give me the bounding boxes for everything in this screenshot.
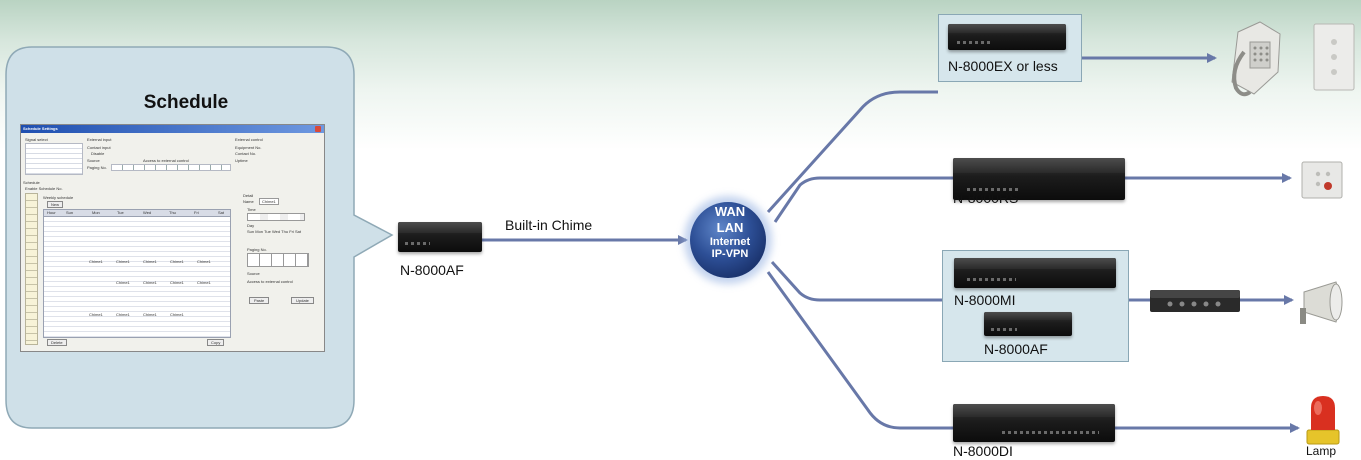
device-n8000mi (954, 258, 1116, 288)
screenshot-update-button[interactable]: Update (291, 297, 314, 304)
link-network-to-ex (766, 90, 938, 214)
screenshot-name-field[interactable]: Chime1 (259, 198, 279, 205)
screenshot-window-title: Schedule Settings (23, 126, 58, 131)
screenshot-cell: Chime1 (197, 280, 211, 285)
network-wan: WAN (714, 204, 746, 219)
screenshot-cell: Chime1 (170, 312, 184, 317)
screenshot-paging-no: Paging No. (87, 165, 107, 170)
screenshot-contact-input: Contact input (87, 145, 111, 150)
screenshot-cell: Chime1 (170, 259, 184, 264)
screenshot-uptime: Uptime (235, 158, 248, 163)
screenshot-equipment-no: Equipment No. (235, 145, 262, 150)
screenshot-close-icon (315, 126, 321, 132)
screenshot-day-mon: Mon (92, 210, 100, 215)
horn-speaker-icon (1300, 281, 1343, 324)
lamp-icon (1306, 396, 1340, 445)
screenshot-cell: Chime1 (116, 280, 130, 285)
screenshot-external-input: External input (87, 137, 112, 142)
device-n8000af-2 (984, 312, 1072, 336)
device-n8000di (953, 404, 1115, 442)
source-device-label: N-8000AF (400, 262, 464, 278)
screenshot-cell: Chime1 (116, 312, 130, 317)
link-network-to-rs (773, 176, 953, 223)
screenshot-check-tue[interactable]: Tue (264, 229, 271, 234)
link-label: Built-in Chime (505, 217, 593, 233)
screenshot-day-thu: Thu (169, 210, 176, 215)
screenshot-time-label: Time (247, 207, 256, 212)
ex-label: N-8000EX or less (948, 58, 1058, 74)
network-ipvpn: IP-VPN (711, 248, 749, 260)
screenshot-external-control: External control (235, 137, 263, 142)
screenshot-cell: Chime1 (143, 259, 157, 264)
lamp-label: Lamp (1306, 444, 1337, 458)
network-cloud (690, 202, 766, 278)
screenshot-copy-button[interactable]: Copy (207, 339, 225, 346)
screenshot-day-hour: Hour (47, 210, 56, 215)
telephone-icon (1231, 21, 1355, 97)
screenshot-schedule-grid: Chime1 Chime1 Chime1 Chime1 Chime1 Chime… (43, 216, 231, 338)
screenshot-day-label: Day (247, 223, 255, 228)
screenshot-name-label: Name (243, 199, 254, 204)
screenshot-day-sun: Sun (66, 210, 74, 215)
screenshot-day-tue: Tue (117, 210, 124, 215)
screenshot-check-sat[interactable]: Sat (294, 229, 301, 234)
screenshot-cell: Chime1 (170, 280, 184, 285)
device-n8000ex (948, 24, 1066, 50)
screenshot-day-fri: Fri (194, 210, 199, 215)
screenshot-cell: Chime1 (143, 312, 157, 317)
screenshot-disable: Disable (91, 151, 105, 156)
mi-label: N-8000MI (954, 292, 1016, 308)
screenshot-cell: Chime1 (89, 312, 103, 317)
screenshot-detail-access[interactable]: Access to external control (247, 279, 293, 284)
screenshot-enable-schedule: Enable Schedule No. (25, 186, 63, 191)
screenshot-check-thu[interactable]: Thu (281, 229, 289, 234)
screenshot-check-sun[interactable]: Sun (247, 229, 255, 234)
screenshot-cell: Chime1 (143, 280, 157, 285)
screenshot-time-inputs[interactable] (247, 213, 305, 221)
screenshot-titlebar: Schedule Settings (21, 125, 324, 133)
screenshot-check-fri[interactable]: Fri (289, 229, 294, 234)
screenshot-paste-button[interactable]: Paste (249, 297, 270, 304)
screenshot-cell: Chime1 (116, 259, 130, 264)
screenshot-day-wed: Wed (143, 210, 152, 215)
screenshot-schedule-numbers (25, 193, 38, 345)
screenshot-day-checks[interactable]: Sun Mon Tue Wed Thu Fri Sat (247, 229, 307, 235)
device-n8000rs (953, 158, 1125, 200)
screenshot-source: Source (87, 158, 100, 163)
screenshot-delete-button[interactable]: Delete (47, 339, 67, 346)
screenshot-cell: Chime1 (197, 259, 211, 264)
screenshot-access: Access to external control (143, 158, 189, 163)
screenshot-detail-paging: Paging No. (247, 247, 267, 252)
screenshot-detail-label: Detail (243, 193, 254, 198)
screenshot-paging-boxes (111, 164, 231, 171)
screenshot-detail-source: Source (247, 271, 260, 276)
remote-panel-icon (1301, 161, 1343, 199)
link-network-to-mi (770, 260, 945, 302)
network-internet: Internet (709, 236, 751, 248)
schedule-screenshot: Schedule Settings Signal select External… (20, 124, 325, 352)
link-network-to-di (766, 271, 953, 430)
amplifier-icon (1150, 290, 1240, 312)
screenshot-detail-paging-boxes[interactable] (247, 253, 309, 267)
screenshot-cell: Chime1 (89, 259, 103, 264)
network-lan: LAN (716, 220, 744, 235)
screenshot-new-button[interactable]: New (47, 201, 64, 208)
source-device-n8000af (398, 222, 482, 252)
screenshot-signal-select: Signal select (25, 137, 48, 142)
screenshot-check-wed[interactable]: Wed (271, 229, 281, 234)
network-text: WAN LAN Internet IP-VPN (690, 204, 770, 260)
callout-title: Schedule (143, 92, 229, 113)
screenshot-weekly-schedule: Weekly schedule (43, 195, 74, 200)
screenshot-day-sat: Sat (218, 210, 225, 215)
screenshot-signal-list (25, 143, 83, 175)
screenshot-schedule-label: Schedule (23, 180, 40, 185)
screenshot-contact-no: Contact No. (235, 151, 257, 156)
di-label: N-8000DI (953, 443, 1013, 459)
af2-label: N-8000AF (984, 341, 1048, 357)
screenshot-check-mon[interactable]: Mon (255, 229, 264, 234)
rs-label: N-8000RS (953, 190, 1019, 206)
